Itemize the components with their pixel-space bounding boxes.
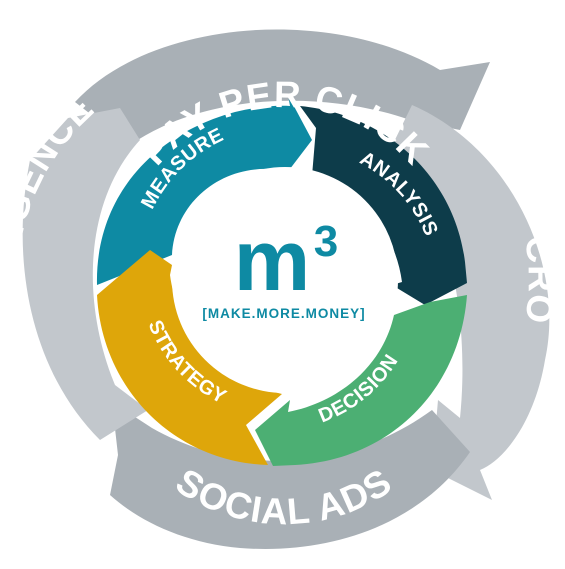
outer-segment-data-intelligence <box>22 108 148 440</box>
inner-ring <box>96 95 467 466</box>
outer-segment-social-ads <box>110 402 470 549</box>
center-disc <box>172 167 398 393</box>
outer-segment-pay-per-click <box>75 29 490 145</box>
outer-label-cro: CRO <box>517 233 562 326</box>
logo-tagline: [MAKE.MORE.MONEY] <box>202 306 365 321</box>
inner-segment-analysis <box>300 106 467 305</box>
outer-ring <box>22 29 550 549</box>
logo-superscript: 3 <box>314 217 338 266</box>
inner-segment-strategy <box>97 250 282 465</box>
inner-segment-decision <box>255 295 467 466</box>
outer-segment-cro <box>390 105 550 500</box>
center-logo: m 3 [MAKE.MORE.MONEY] <box>202 213 365 321</box>
inner-segment-measure <box>96 95 312 285</box>
logo-m: m <box>234 213 310 309</box>
